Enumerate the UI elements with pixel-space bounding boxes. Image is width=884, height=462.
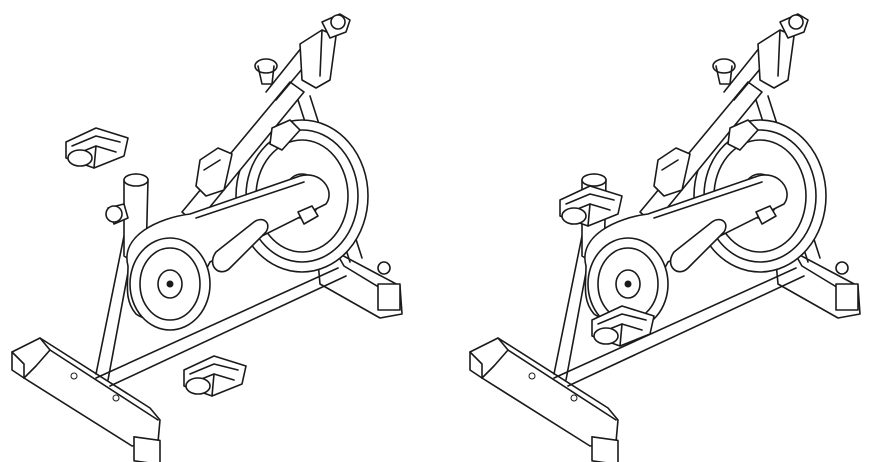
pedal-right-detached <box>183 355 247 397</box>
panel-after <box>469 13 861 462</box>
panel-before <box>11 13 403 462</box>
pedal-attached-back <box>559 185 623 227</box>
pedal-left-detached <box>65 127 129 169</box>
bike-frame-after <box>469 13 861 462</box>
